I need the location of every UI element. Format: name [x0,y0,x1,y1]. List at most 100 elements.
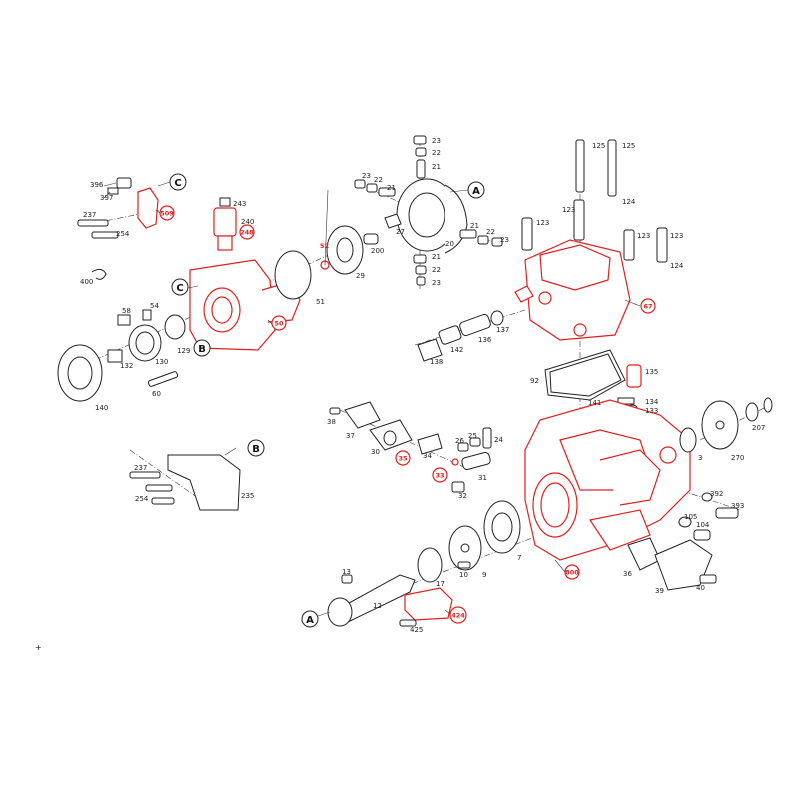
label-35: 35 [398,455,408,463]
ring-plate-group [320,225,379,275]
label-124b: 124 [670,262,684,270]
advance-unit-424 [399,587,467,627]
label-243: 243 [233,200,246,208]
label-34: 34 [423,452,432,460]
label-424: 424 [451,612,465,620]
label-393: 393 [731,502,744,510]
callout-a-bottom: A [301,610,319,628]
label-397: 397 [100,194,113,202]
roller-ring-group [354,135,503,286]
label-26: 26 [455,437,464,445]
label-21d: 21 [432,253,441,261]
callout-b-left: B [247,439,265,457]
label-123a: 123 [562,206,575,214]
label-40: 40 [696,584,705,592]
label-23a: 23 [432,137,441,145]
label-138: 138 [430,358,443,366]
label-52: 52 [320,242,329,250]
callout-c-mid-label: C [176,283,183,294]
label-39: 39 [655,587,664,595]
label-23d: 23 [432,279,441,287]
label-207: 207 [752,424,765,432]
label-104: 104 [696,521,710,529]
label-141: 141 [588,399,601,407]
label-123b: 123 [536,219,549,227]
part-labels: 396 397 237 254 509 243 240 248 400 58 5… [80,137,765,634]
label-240: 240 [241,218,254,226]
label-21a: 21 [432,163,441,171]
label-136: 136 [478,336,492,344]
label-29: 29 [356,272,365,280]
label-135: 135 [645,368,658,376]
label-22b: 22 [374,176,383,184]
gasket-92 [544,349,626,401]
label-200: 200 [371,247,384,255]
callout-c-top: C [169,173,187,191]
callout-a-bottom-label: A [306,615,314,626]
left-small-parts [57,268,186,402]
label-51: 51 [316,298,325,306]
label-33: 33 [435,472,444,480]
label-133: 133 [645,407,658,415]
callout-c-top-label: C [174,178,181,189]
label-30: 30 [371,448,380,456]
label-31: 31 [478,474,487,482]
label-7: 7 [517,554,521,562]
label-123d: 123 [670,232,683,240]
label-125a: 125 [592,142,605,150]
label-25: 25 [468,432,477,440]
label-254a: 254 [116,230,130,238]
governor-cover-67 [514,139,668,341]
label-37: 37 [346,432,355,440]
right-lower-parts-group [627,492,739,591]
label-125b: 125 [622,142,635,150]
callout-c-mid: C [171,278,189,296]
label-12: 12 [373,602,382,610]
label-123c: 123 [637,232,650,240]
callout-a-top-label: A [472,186,480,197]
label-142: 142 [450,346,463,354]
label-10: 10 [459,571,468,579]
label-27: 27 [396,228,405,236]
label-9: 9 [482,571,486,579]
label-237b: 237 [134,464,147,472]
label-22c: 22 [486,228,495,236]
label-137: 137 [496,326,509,334]
callout-b-mid: B [193,339,211,357]
callout-a-top: A [467,181,485,199]
right-parts-group [679,397,773,453]
label-237a: 237 [83,211,96,219]
label-20: 20 [445,240,454,248]
corner-mark: + [35,643,42,652]
callout-b-mid-label: B [198,344,206,355]
label-38: 38 [327,418,336,426]
label-58: 58 [122,307,131,315]
label-392: 392 [710,490,723,498]
label-36: 36 [623,570,632,578]
label-425: 425 [410,626,423,634]
label-3: 3 [698,454,702,462]
label-124a: 124 [622,198,636,206]
label-23c: 23 [500,236,509,244]
label-13: 13 [342,568,351,576]
label-132: 132 [120,362,133,370]
label-92: 92 [530,377,539,385]
label-21b: 21 [387,184,396,192]
label-129: 129 [177,347,190,355]
label-254b: 254 [135,495,149,503]
bracket-235-group [129,454,241,511]
bracket-509-group [77,177,175,239]
drive-shaft-group [327,500,521,627]
label-105: 105 [684,513,697,521]
label-509: 509 [160,210,174,218]
label-50: 50 [274,320,284,328]
label-32: 32 [458,492,467,500]
label-140: 140 [95,404,108,412]
solenoid-valve-group [213,197,255,251]
label-270: 270 [731,454,744,462]
label-134: 134 [645,398,659,406]
label-396: 396 [90,181,104,189]
label-17: 17 [436,580,445,588]
main-pump-housing-800 [524,399,691,580]
